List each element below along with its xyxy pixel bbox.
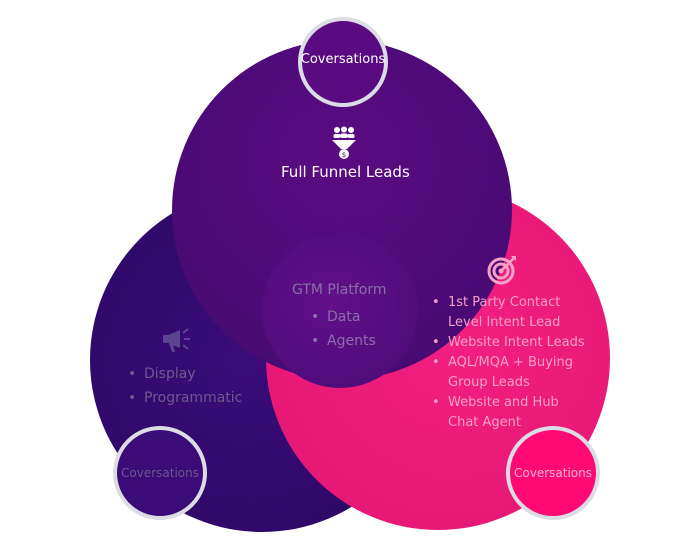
right-bubble <box>506 426 600 520</box>
list-item: AQL/MQA + Buying <box>432 353 585 373</box>
list-item: 1st Party Contact <box>432 293 585 313</box>
list-item-continued: Chat Agent <box>448 415 521 430</box>
list-item: Data <box>311 305 376 329</box>
top-circle <box>172 40 512 380</box>
center-list: Data Agents <box>311 305 376 353</box>
list-item: Programmatic <box>128 386 242 410</box>
funnel-people-icon: $ <box>332 126 356 159</box>
list-item: Agents <box>311 329 376 353</box>
top-bubble <box>298 17 388 107</box>
list-item-continued: Group Leads <box>448 375 530 390</box>
left-list: Display Programmatic <box>128 362 242 410</box>
svg-text:$: $ <box>342 151 346 159</box>
list-item: Website and Hub <box>432 393 585 413</box>
left-bubble <box>113 426 207 520</box>
left-bubble-label: Coversations <box>121 466 199 480</box>
megaphone-icon <box>163 328 190 352</box>
target-icon <box>487 256 516 285</box>
right-bubble-label: Coversations <box>514 466 592 480</box>
top-title: Full Funnel Leads <box>281 163 410 181</box>
list-item: Display <box>128 362 242 386</box>
top-bubble-label: Coversations <box>300 52 386 67</box>
list-item: Website Intent Leads <box>432 333 585 353</box>
list-item-continued: Level Intent Lead <box>448 315 561 330</box>
center-title: GTM Platform <box>292 282 387 298</box>
right-list: 1st Party Contact Level Intent Lead Webs… <box>432 293 585 433</box>
